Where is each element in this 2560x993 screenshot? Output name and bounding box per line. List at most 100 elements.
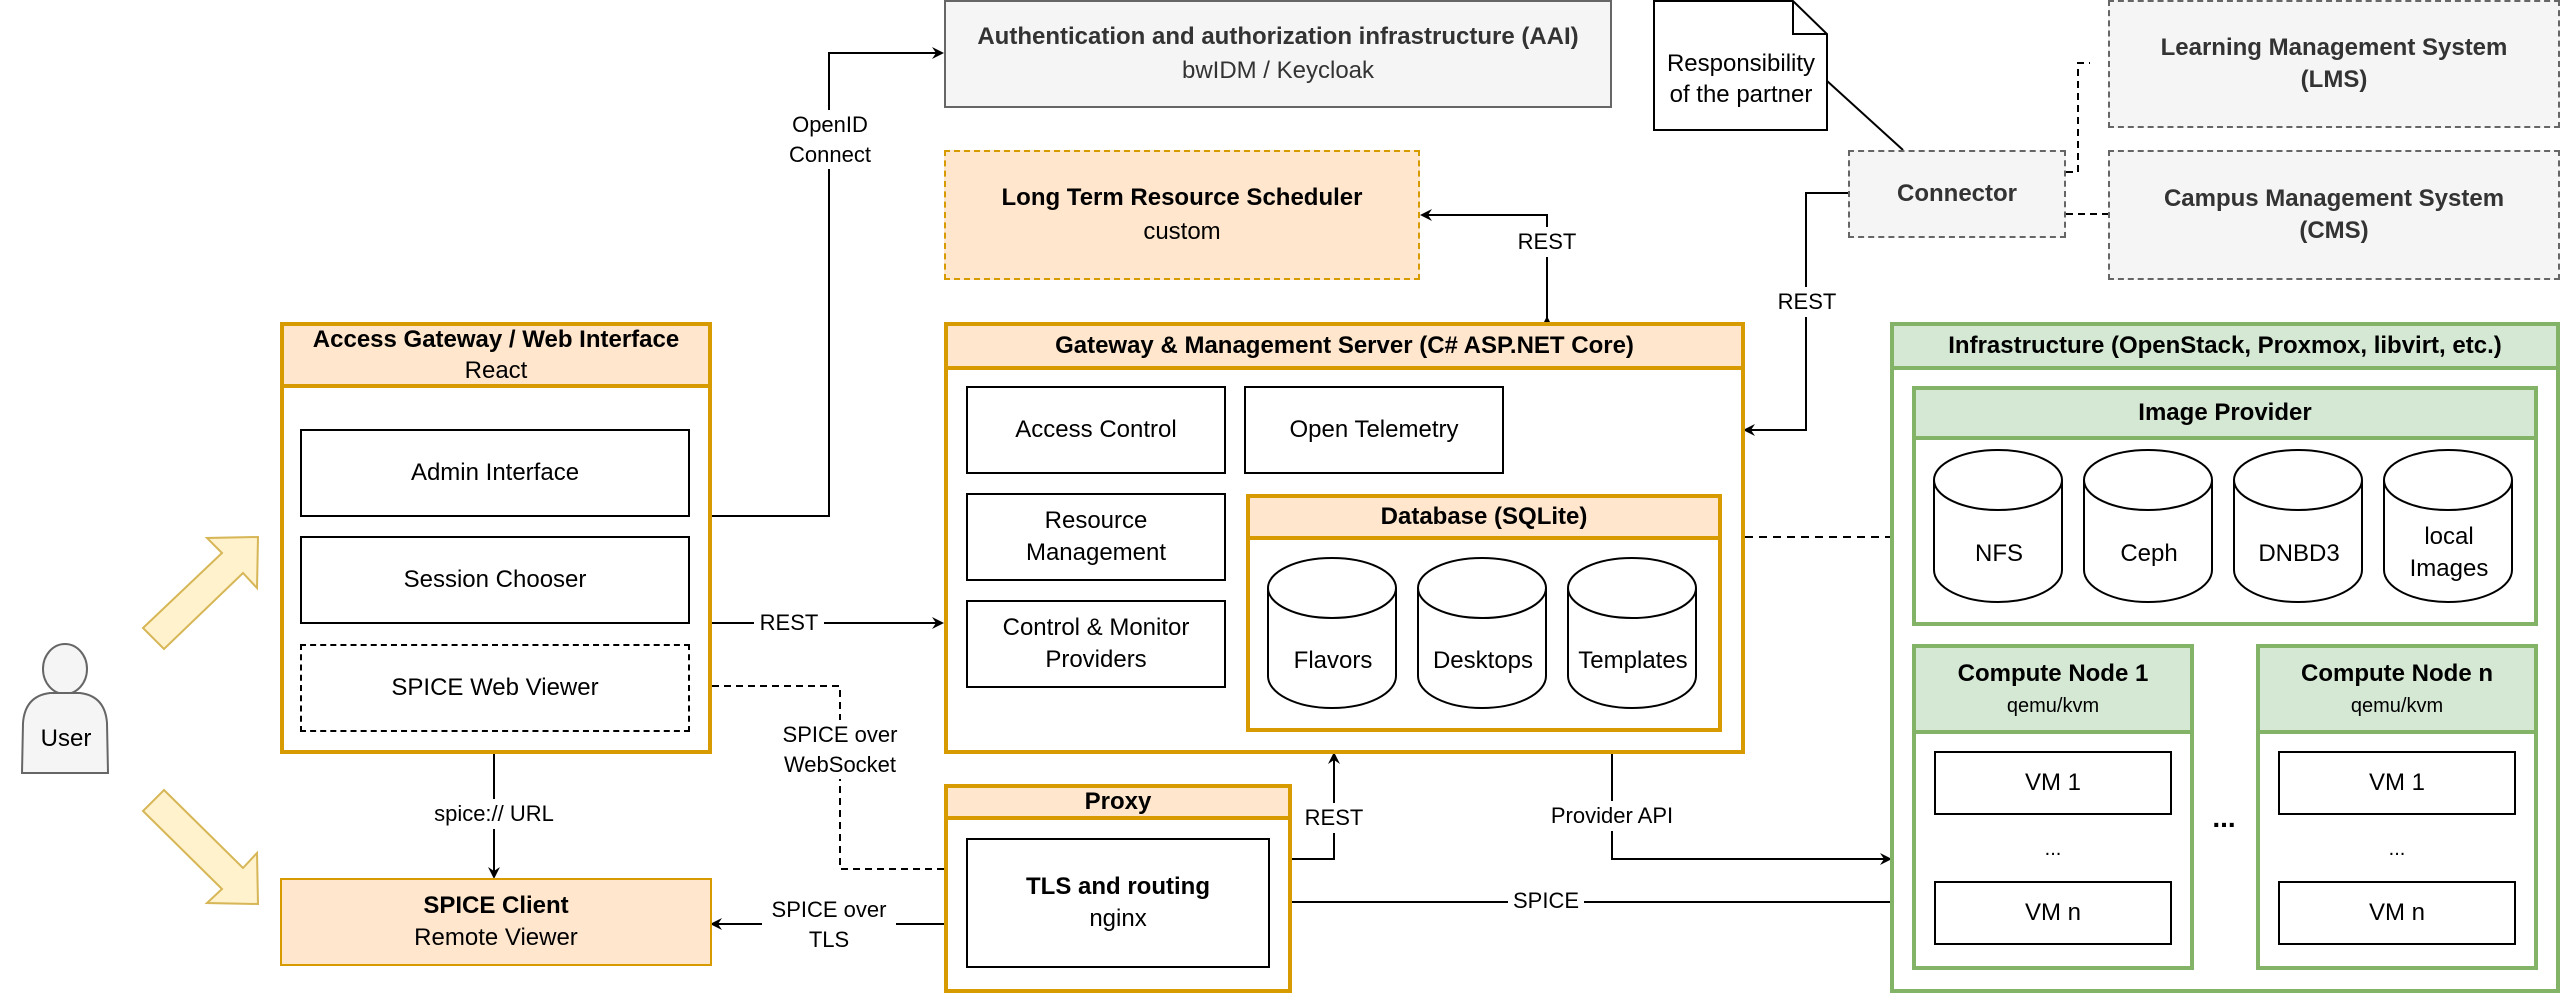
admin-interface-label: Admin Interface bbox=[410, 459, 580, 486]
note-line-2: of the partner bbox=[1669, 81, 1813, 109]
tls-routing-subtitle: nginx bbox=[1089, 905, 1147, 932]
store-nfs[interactable]: NFS bbox=[1975, 540, 2023, 567]
user-label: User bbox=[40, 725, 92, 752]
tls-routing-box[interactable]: TLS and routing nginx bbox=[966, 838, 1270, 968]
store-local-images[interactable]: local Images bbox=[2409, 523, 2489, 583]
note-shape bbox=[1653, 0, 1828, 131]
noden-vm-n[interactable]: VM n bbox=[2278, 881, 2516, 945]
user-to-gateway-arrow bbox=[141, 535, 260, 651]
cylinder-nfs bbox=[1933, 449, 2063, 603]
note-text: Responsibility of the partner bbox=[1653, 48, 1829, 110]
noden-vm-1-label: VM 1 bbox=[2368, 769, 2425, 796]
access-gateway-subtitle: React bbox=[464, 357, 528, 384]
store-flavors[interactable]: Flavors bbox=[1293, 647, 1373, 674]
access-gateway-header: Access Gateway / Web Interface React bbox=[284, 326, 708, 388]
database-cylinders bbox=[1267, 557, 1697, 709]
infrastructure-header: Infrastructure (OpenStack, Proxmox, libv… bbox=[1894, 326, 2556, 370]
connector-label: Connector bbox=[1897, 180, 2017, 207]
lms-box[interactable]: Learning Management System (LMS) bbox=[2108, 0, 2560, 128]
database-header: Database (SQLite) bbox=[1250, 498, 1718, 540]
compute-node-1-header: Compute Node 1 qemu/kvm bbox=[1916, 648, 2190, 734]
cylinder-ceph bbox=[2083, 449, 2213, 603]
user-to-spice-client-arrow bbox=[141, 788, 260, 906]
open-telemetry-module[interactable]: Open Telemetry bbox=[1244, 386, 1504, 474]
noden-vm-1[interactable]: VM 1 bbox=[2278, 751, 2516, 815]
note-line-1: Responsibility bbox=[1666, 50, 1816, 77]
spice-client-subtitle: Remote Viewer bbox=[414, 924, 578, 951]
label-spice-websocket: SPICE over WebSocket bbox=[772, 720, 908, 780]
label-spice-url: spice:// URL bbox=[416, 799, 572, 829]
compute-node-n-header: Compute Node n qemu/kvm bbox=[2260, 648, 2534, 734]
access-control-module[interactable]: Access Control bbox=[966, 386, 1226, 474]
label-openid-connect: OpenID Connect bbox=[780, 110, 880, 170]
aai-title: Authentication and authorization infrast… bbox=[977, 23, 1579, 51]
spice-client-title: SPICE Client bbox=[423, 891, 569, 919]
cms-line-2: (CMS) bbox=[2299, 217, 2369, 244]
compute-node-n-title: Compute Node n bbox=[2301, 660, 2493, 688]
cms-line-1: Campus Management System bbox=[2163, 184, 2505, 212]
store-templates[interactable]: Templates bbox=[1578, 647, 1688, 674]
cylinder-flavors bbox=[1267, 557, 1397, 709]
spice-web-viewer[interactable]: SPICE Web Viewer bbox=[300, 644, 690, 732]
scheduler-title: Long Term Resource Scheduler bbox=[1001, 184, 1363, 212]
image-provider-cylinders bbox=[1933, 449, 2513, 603]
scheduler-box[interactable]: Long Term Resource Scheduler custom bbox=[944, 150, 1420, 280]
spice-web-viewer-label: SPICE Web Viewer bbox=[391, 674, 599, 701]
resource-management-module[interactable]: Resource Management bbox=[966, 493, 1226, 581]
image-provider-header: Image Provider bbox=[1916, 390, 2534, 440]
scheduler-subtitle: custom bbox=[1143, 218, 1221, 245]
compute-node-1-title: Compute Node 1 bbox=[1957, 660, 2149, 688]
lms-line-2: (LMS) bbox=[2300, 66, 2368, 93]
note-link bbox=[1825, 79, 1904, 151]
node1-vm-1[interactable]: VM 1 bbox=[1934, 751, 2172, 815]
noden-vm-ellipsis: ... bbox=[2388, 838, 2406, 860]
session-chooser[interactable]: Session Chooser bbox=[300, 536, 690, 624]
edge-rest-proxy bbox=[1292, 752, 1340, 860]
connector-box[interactable]: Connector bbox=[1848, 150, 2066, 238]
aai-subtitle: bwIDM / Keycloak bbox=[1181, 57, 1375, 84]
cms-box[interactable]: Campus Management System (CMS) bbox=[2108, 150, 2560, 280]
resource-management-label: Resource Management bbox=[1025, 506, 1167, 566]
database-title: Database (SQLite) bbox=[1380, 503, 1588, 530]
cylinder-local-images bbox=[2383, 449, 2513, 603]
cylinder-dnbd3 bbox=[2233, 449, 2363, 603]
infrastructure-title: Infrastructure (OpenStack, Proxmox, libv… bbox=[1948, 332, 2502, 359]
image-provider-title: Image Provider bbox=[2138, 399, 2312, 426]
label-rest-connector: REST bbox=[1772, 287, 1842, 317]
cylinder-desktops bbox=[1417, 557, 1547, 709]
node1-vm-1-label: VM 1 bbox=[2024, 769, 2081, 796]
lms-line-1: Learning Management System bbox=[2160, 33, 2508, 61]
compute-node-n-subtitle: qemu/kvm bbox=[2350, 694, 2444, 717]
store-desktops[interactable]: Desktops bbox=[1432, 647, 1534, 674]
store-dnbd3[interactable]: DNBD3 bbox=[2258, 540, 2340, 567]
compute-nodes-ellipsis: ... bbox=[2212, 802, 2236, 833]
label-rest-scheduler: REST bbox=[1508, 227, 1586, 257]
edge-connector-lms bbox=[2066, 62, 2090, 173]
label-rest-gateway: REST bbox=[754, 608, 824, 638]
cylinder-templates bbox=[1567, 557, 1697, 709]
label-rest-proxy: REST bbox=[1294, 803, 1374, 833]
aai-box[interactable]: Authentication and authorization infrast… bbox=[944, 0, 1612, 108]
label-spice-tls: SPICE over TLS bbox=[762, 895, 896, 955]
control-monitor-module[interactable]: Control & Monitor Providers bbox=[966, 600, 1226, 688]
proxy-header: Proxy bbox=[948, 788, 1288, 820]
edge-provider-api bbox=[1611, 754, 1892, 865]
node1-vm-n[interactable]: VM n bbox=[1934, 881, 2172, 945]
access-control-label: Access Control bbox=[1015, 416, 1177, 443]
user-icon bbox=[20, 643, 110, 774]
node1-vm-ellipsis: ... bbox=[2044, 838, 2062, 860]
edge-rest-scheduler bbox=[1420, 209, 1553, 328]
label-spice: SPICE bbox=[1508, 886, 1584, 916]
edge-openid bbox=[712, 47, 944, 517]
spice-client-box[interactable]: SPICE Client Remote Viewer bbox=[280, 878, 712, 966]
node1-vm-n-label: VM n bbox=[2024, 899, 2081, 926]
tls-routing-title: TLS and routing bbox=[1026, 872, 1210, 900]
store-ceph[interactable]: Ceph bbox=[2120, 540, 2178, 567]
session-chooser-label: Session Chooser bbox=[403, 566, 587, 593]
access-gateway-title: Access Gateway / Web Interface bbox=[312, 325, 680, 353]
admin-interface[interactable]: Admin Interface bbox=[300, 429, 690, 517]
compute-node-1-subtitle: qemu/kvm bbox=[2006, 694, 2100, 717]
control-monitor-label: Control & Monitor Providers bbox=[1002, 613, 1190, 673]
label-provider-api: Provider API bbox=[1542, 801, 1682, 831]
